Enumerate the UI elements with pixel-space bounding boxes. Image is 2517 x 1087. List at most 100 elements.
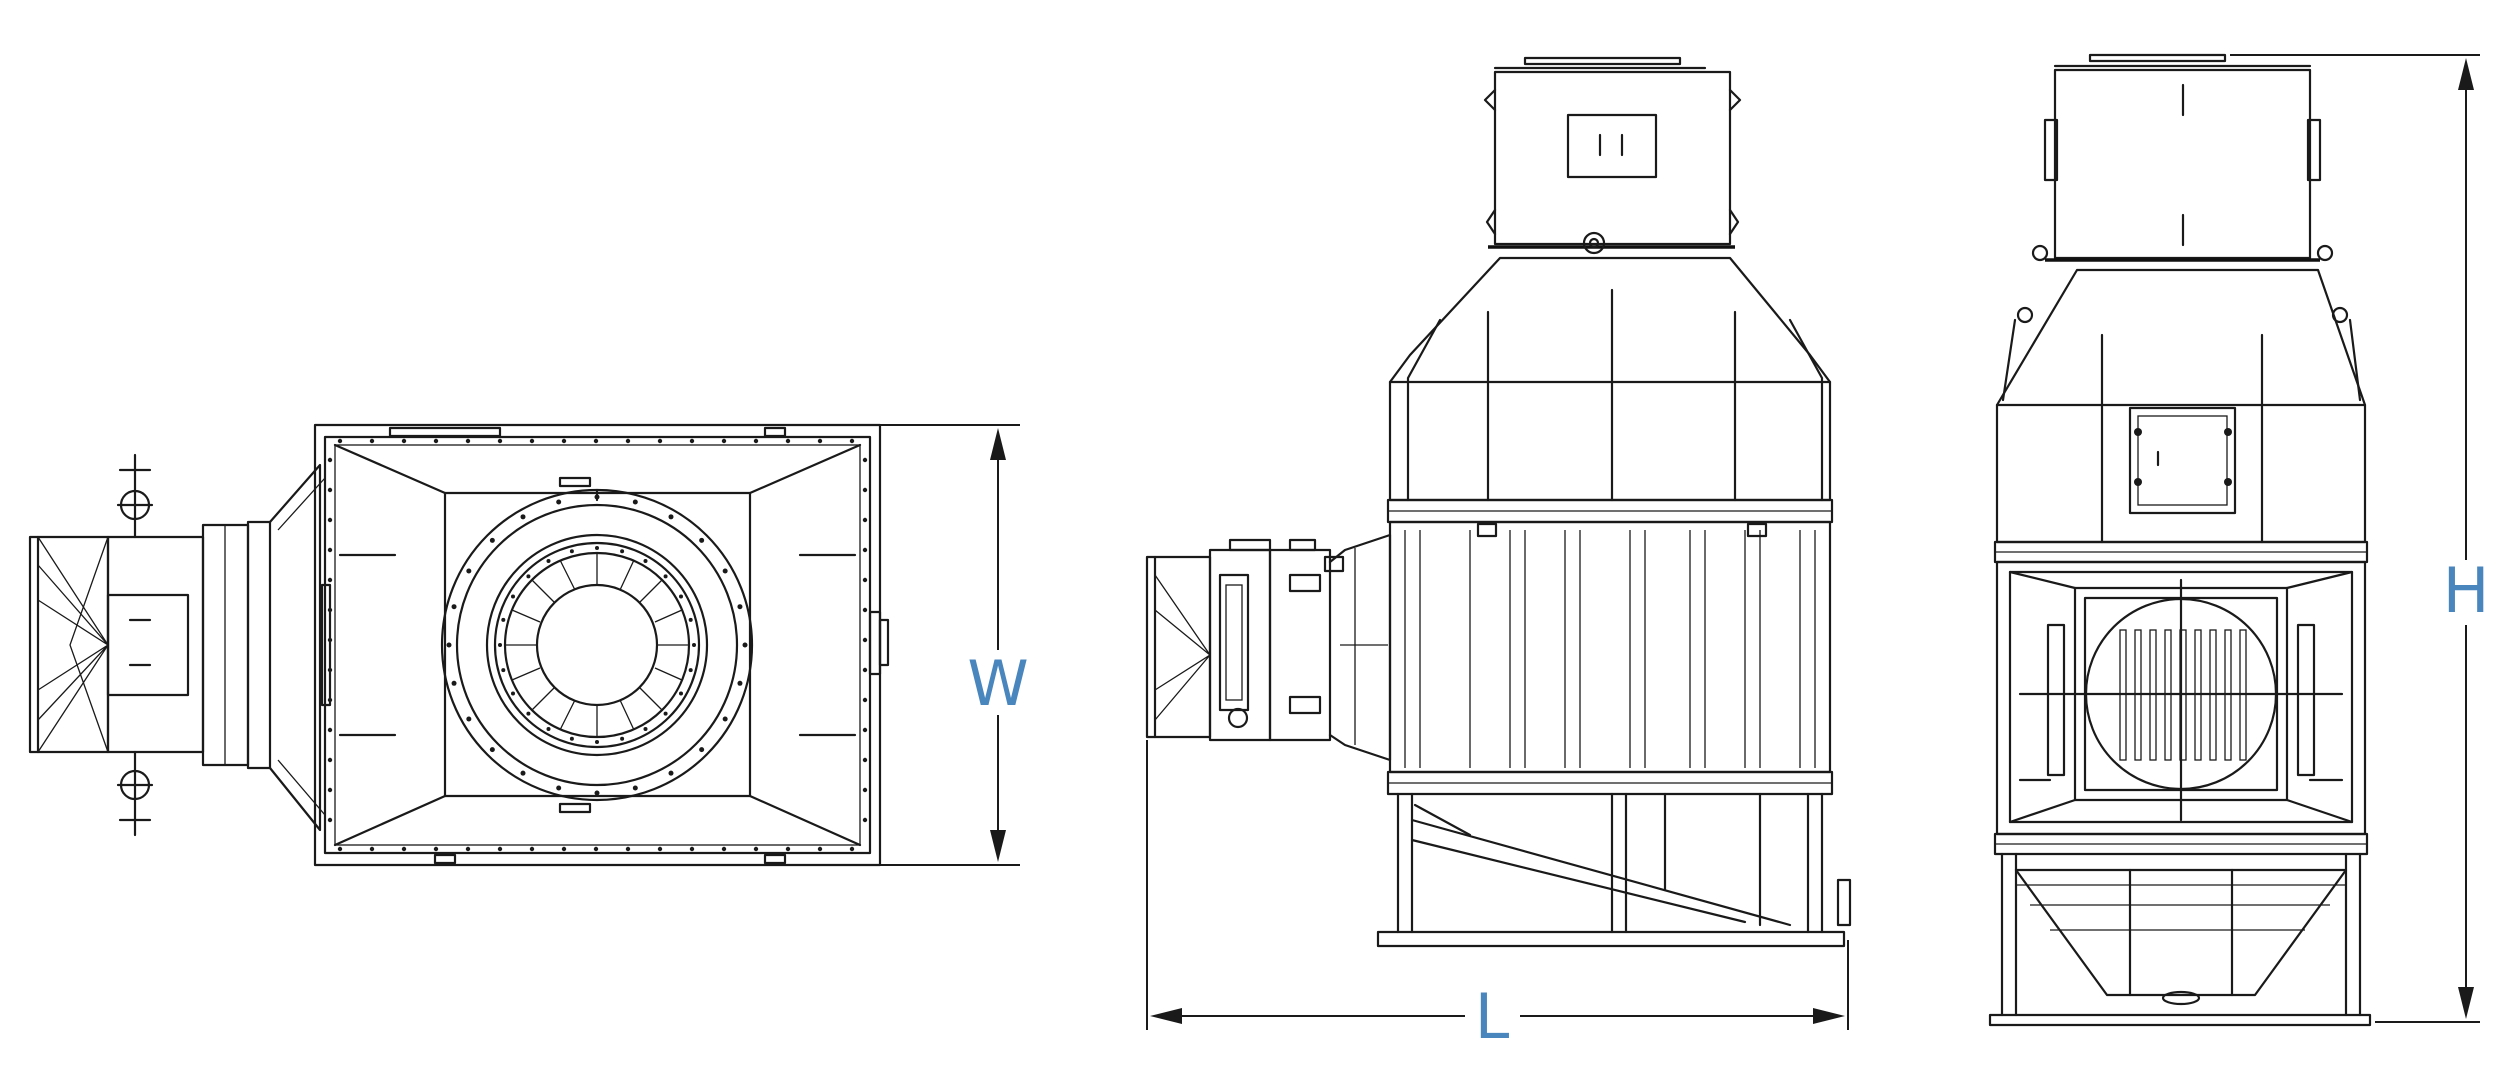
bolt (862, 757, 868, 763)
bolt (699, 537, 705, 543)
bolt (369, 846, 375, 852)
bolt (862, 547, 868, 553)
bolt (433, 846, 439, 852)
bolt (737, 604, 743, 610)
bolt (722, 568, 728, 574)
bolt (327, 487, 333, 493)
filter-body-side (1388, 520, 1832, 774)
bolt (401, 438, 407, 444)
stand-side (1376, 792, 1852, 948)
bolt (817, 846, 823, 852)
bolt (594, 790, 600, 796)
side-view (1145, 56, 1852, 948)
bolt (466, 568, 472, 574)
top-view (28, 423, 890, 867)
bolt (489, 537, 495, 543)
bolt (526, 711, 531, 716)
front-view (1988, 53, 2372, 1027)
bolt (520, 514, 526, 520)
bolt (668, 514, 674, 520)
width-dimension: W (880, 424, 1029, 866)
bolt (501, 668, 506, 673)
bolt (817, 438, 823, 444)
bolt (643, 727, 648, 732)
bolt (451, 604, 457, 610)
valve-top-lower (116, 750, 154, 837)
bolt (620, 549, 625, 554)
bolt (737, 680, 743, 686)
bolt (501, 617, 506, 622)
bolt (862, 607, 868, 613)
bolt (337, 438, 343, 444)
bolt (327, 757, 333, 763)
bolt (569, 549, 574, 554)
bolt (401, 846, 407, 852)
bolt (620, 736, 625, 741)
inlet-cone-top (28, 535, 110, 754)
bolt (327, 667, 333, 673)
bolt (327, 517, 333, 523)
bolt (862, 727, 868, 733)
bolt (327, 607, 333, 613)
height-label: H (2443, 554, 2490, 627)
valve-top-upper (116, 453, 154, 539)
bolt (433, 438, 439, 444)
bolt (862, 637, 868, 643)
bolt (862, 577, 868, 583)
bolt (679, 691, 684, 696)
bolt (862, 487, 868, 493)
bolt (561, 438, 567, 444)
bolt (556, 499, 562, 505)
bolt (663, 711, 668, 716)
bolt (688, 617, 693, 622)
hopper-stand-front (1988, 852, 2372, 1027)
bolt (327, 817, 333, 823)
top-plenum-front (2031, 53, 2334, 262)
bolt (446, 642, 452, 648)
bolt (862, 697, 868, 703)
bolt (327, 577, 333, 583)
bolt (520, 770, 526, 776)
bolt (451, 680, 457, 686)
bolt (526, 574, 531, 579)
bolt (849, 438, 855, 444)
bolt (657, 846, 663, 852)
bolt (849, 846, 855, 852)
bolt (546, 558, 551, 563)
bolt (862, 517, 868, 523)
bolt (632, 785, 638, 791)
bolt (466, 716, 472, 722)
bolt (862, 667, 868, 673)
bolt (327, 547, 333, 553)
bolt (465, 846, 471, 852)
bolt (327, 637, 333, 643)
length-label: L (1475, 980, 1510, 1053)
bolt (668, 770, 674, 776)
bolt (753, 438, 759, 444)
bolt (753, 846, 759, 852)
bolt (546, 727, 551, 732)
bolt (497, 438, 503, 444)
bolt (498, 643, 502, 647)
bolt (327, 697, 333, 703)
bolt (510, 691, 515, 696)
bolt (593, 846, 599, 852)
height-dimension: H (2230, 54, 2490, 1023)
bolt (465, 438, 471, 444)
bolt (699, 747, 705, 753)
bolt (643, 558, 648, 563)
bolt (657, 438, 663, 444)
top-plenum-side (1483, 56, 1742, 255)
bolt (785, 438, 791, 444)
hood-side (1388, 256, 1832, 502)
bolt (721, 438, 727, 444)
bolt (497, 846, 503, 852)
bolt (327, 457, 333, 463)
bolt (663, 574, 668, 579)
bolt (593, 438, 599, 444)
bolt (556, 785, 562, 791)
fan-assembly-top (440, 488, 754, 802)
bolt (625, 438, 631, 444)
bolt (369, 438, 375, 444)
